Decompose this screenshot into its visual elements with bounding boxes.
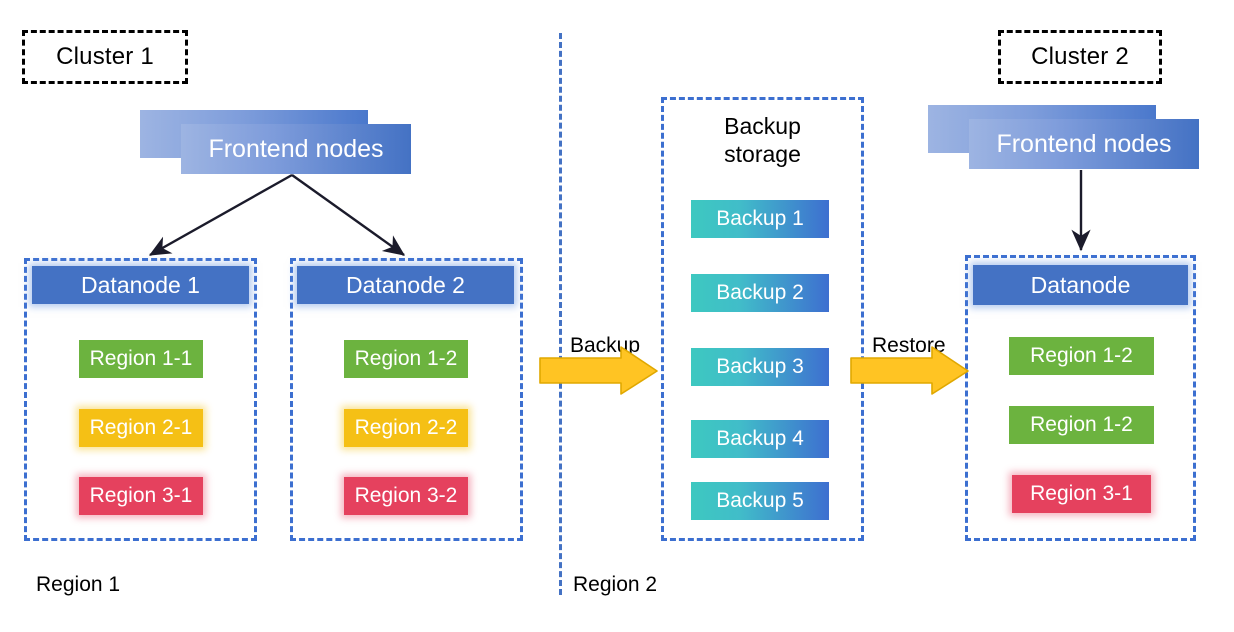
frontend-to-datanode2-arrow [291, 174, 405, 256]
region-chip: Region 2-2 [344, 409, 468, 447]
region-chip: Region 3-1 [1012, 475, 1151, 513]
cluster2-datanode-header: Datanode [973, 265, 1188, 305]
region-chip: Region 2-1 [79, 409, 203, 447]
backup-item-label: Backup 3 [716, 355, 804, 378]
region-chip-label: Region 1-2 [354, 347, 458, 370]
region-2-label: Region 2 [573, 573, 658, 596]
datanode-1-header: Datanode 1 [32, 266, 249, 304]
region-chip-label: Region 1-1 [89, 347, 193, 370]
cluster-1-tag: Cluster 1 [22, 30, 188, 84]
region-chip: Region 1-1 [79, 340, 203, 378]
backup-arrow-label: Backup [570, 334, 641, 357]
frontend-stack-front-layer: Frontend nodes [181, 124, 411, 174]
cluster1-frontend-nodes: Frontend nodes [140, 110, 412, 174]
region-chip-label: Region 3-1 [89, 484, 193, 507]
backup-item-label: Backup 4 [716, 427, 804, 450]
cluster2-frontend-label: Frontend nodes [996, 129, 1172, 158]
datanode-2-header: Datanode 2 [297, 266, 514, 304]
cluster-1-label: Cluster 1 [56, 43, 154, 70]
cluster2-datanode-title: Datanode [1030, 271, 1131, 298]
region-chip-label: Region 2-2 [354, 416, 458, 439]
backup-item: Backup 2 [691, 274, 829, 312]
region-chip: Region 1-2 [1009, 337, 1154, 375]
cluster-2-label: Cluster 2 [1031, 43, 1129, 70]
region-chip: Region 3-1 [79, 477, 203, 515]
cluster2-frontend-nodes: Frontend nodes [928, 105, 1200, 169]
region-divider [559, 33, 562, 595]
backup-item-label: Backup 1 [716, 207, 804, 230]
cluster1-frontend-label: Frontend nodes [208, 134, 384, 163]
region-chip-label: Region 3-1 [1030, 482, 1133, 505]
cluster-2-tag: Cluster 2 [998, 30, 1162, 84]
datanode-1-title: Datanode 1 [81, 271, 200, 298]
region-1-label: Region 1 [36, 573, 121, 596]
region-chip: Region 1-2 [344, 340, 468, 378]
region-chip: Region 1-2 [1009, 406, 1154, 444]
frontend-stack-front-layer: Frontend nodes [969, 119, 1199, 169]
backup-item: Backup 4 [691, 420, 829, 458]
region-chip-label: Region 3-2 [354, 484, 458, 507]
region-chip-label: Region 1-2 [1030, 344, 1133, 367]
backup-item-label: Backup 2 [716, 281, 804, 304]
frontend-to-datanode1-arrow [148, 173, 293, 257]
region-chip: Region 3-2 [344, 477, 468, 515]
backup-item: Backup 3 [691, 348, 829, 386]
region-chip-label: Region 2-1 [89, 416, 193, 439]
backup-storage-title: Backup storage [724, 113, 801, 168]
backup-storage-container [661, 97, 864, 541]
backup-item: Backup 5 [691, 482, 829, 520]
region-chip-label: Region 1-2 [1030, 413, 1133, 436]
datanode-2-title: Datanode 2 [346, 271, 465, 298]
backup-item: Backup 1 [691, 200, 829, 238]
backup-item-label: Backup 5 [716, 489, 804, 512]
restore-arrow-label: Restore [872, 334, 946, 357]
